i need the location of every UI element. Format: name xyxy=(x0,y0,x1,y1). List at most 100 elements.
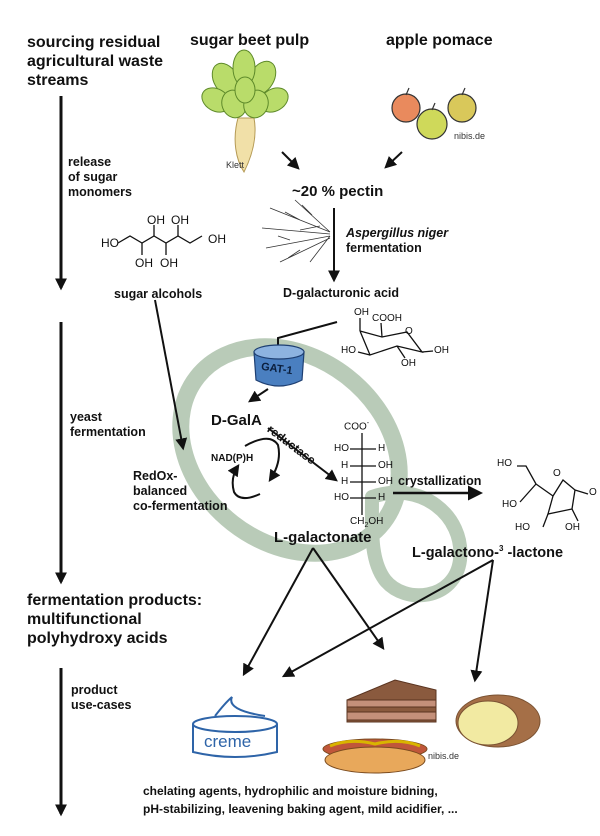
sugar-alcohols-to-redox-arrow xyxy=(154,299,188,451)
galacturonic-group: O xyxy=(405,326,413,337)
sugar-beet-label: sugar beet pulp xyxy=(190,32,310,49)
apple-pomace-label: apple pomace xyxy=(386,32,493,49)
stage-yeast-label: yeast fermentation xyxy=(70,410,146,440)
galacturonic-group: HO xyxy=(341,345,356,356)
stage-sourcing-heading: sourcing residual agricultural waste str… xyxy=(27,33,163,90)
apple-credit: nibis.de xyxy=(454,131,486,141)
fischer-left: H xyxy=(341,460,349,471)
cofactor-cycle-arrow-1 xyxy=(244,437,281,482)
lactone-superscript: 3 xyxy=(499,544,504,553)
fischer-top-group: COO xyxy=(344,421,367,433)
aspergillus-process: fermentation xyxy=(346,241,422,255)
stage-sourcing-line: streams xyxy=(27,72,89,89)
fischer-charge: - xyxy=(366,420,370,427)
galacturonic-text: -galacturonic acid xyxy=(292,286,400,300)
lactone-to-bread-arrow xyxy=(470,559,494,683)
fischer-bottom: CH2OH xyxy=(350,516,383,529)
galactonate-to-creme-arrow xyxy=(242,547,314,677)
cofactor-cycle-arrow-2 xyxy=(227,464,261,499)
galacturonic-acid-structure xyxy=(357,318,434,359)
l-prefix: L xyxy=(274,529,284,546)
sugar-alcohol-group: OH xyxy=(147,213,165,227)
stage-products-line: fermentation products: xyxy=(27,592,203,609)
stage-usecases-line: use-cases xyxy=(71,698,132,712)
stage-products-line: polyhydroxy acids xyxy=(27,630,168,647)
sugar-alcohol-structure xyxy=(117,225,203,255)
redox-line: RedOx- xyxy=(133,469,178,483)
l-galactonate-label: L-galactonate xyxy=(274,529,372,546)
galactonate-text: -galactonate xyxy=(283,529,372,546)
lactone-text-end: -lactone xyxy=(503,544,564,561)
stage-release-label: release of sugar monomers xyxy=(68,155,132,200)
stage-yeast-line: yeast xyxy=(70,410,102,424)
apple-pomace-image xyxy=(391,87,477,140)
fischer-right: OH xyxy=(378,476,393,487)
lactone-group: HO xyxy=(515,522,530,533)
fischer-left: HO xyxy=(334,492,349,503)
fischer-right: H xyxy=(378,492,386,503)
sugar-alcohol-group: OH xyxy=(160,256,178,270)
stage-products-heading: fermentation products: multifunctional p… xyxy=(27,591,202,648)
gala-text: -GalA xyxy=(221,412,262,429)
lactone-group: O xyxy=(553,468,561,479)
sugar-beet-image xyxy=(201,49,289,173)
lactone-group: HO xyxy=(502,499,517,510)
stage-sourcing-line: agricultural waste xyxy=(27,53,164,70)
hot-dog-image xyxy=(322,738,428,774)
fischer-left: H xyxy=(341,476,349,487)
product-description: chelating agents, hydrophilic and moistu… xyxy=(143,782,458,818)
fischer-right: OH xyxy=(378,460,393,471)
d-prefix: D xyxy=(283,286,293,300)
lactone-group: O xyxy=(589,487,597,498)
cofactor-label: NAD(P)H xyxy=(211,453,254,464)
d-prefix: D xyxy=(211,412,222,429)
reductase-arrow xyxy=(267,427,338,482)
fischer-right: H xyxy=(378,443,386,454)
aspergillus-label: Aspergillus niger fermentation xyxy=(346,226,448,256)
beet-to-pectin-arrow xyxy=(281,151,300,170)
fischer-top: COO- xyxy=(344,420,369,432)
lactone-group: HO xyxy=(497,458,512,469)
d-gala-label: D-GalA xyxy=(211,412,262,429)
sugar-alcohol-group: OH xyxy=(208,232,226,246)
l-prefix: L xyxy=(412,544,421,561)
crystallization-label: crystallization xyxy=(398,474,482,488)
aspergillus-name: Aspergillus niger xyxy=(346,226,449,240)
lactone-to-creme-arrow xyxy=(281,559,494,678)
stage-usecases-line: product xyxy=(71,683,118,697)
pectin-label: ~20 % pectin xyxy=(292,183,384,200)
redox-line: balanced xyxy=(133,484,188,498)
stage-release-line: monomers xyxy=(68,185,132,199)
gat1-transporter-icon xyxy=(253,344,305,387)
aspergillus-hyphae-image xyxy=(261,199,331,263)
galacturonic-group: OH xyxy=(401,358,416,369)
transporter-to-gala-arrow xyxy=(248,388,269,403)
galactonate-to-cake-arrow xyxy=(312,547,385,650)
l-galactonolactone-label: L-galactono-3 -lactone xyxy=(412,544,563,561)
galacturonic-group: COOH xyxy=(372,313,402,324)
galacturonic-acid-label: D-galacturonic acid xyxy=(283,286,399,301)
stage-usecases-label: product use-cases xyxy=(71,683,131,713)
stage-yeast-line: fermentation xyxy=(70,425,146,439)
products-credit: nibis.de xyxy=(428,751,460,761)
redox-line: co-fermentation xyxy=(133,499,228,513)
fischer-projection xyxy=(350,433,376,515)
sugar-alcohol-group: OH xyxy=(135,256,153,270)
stage-products-line: multifunctional xyxy=(27,611,142,628)
beet-credit: Klett xyxy=(226,160,245,170)
sugar-alcohols-label: sugar alcohols xyxy=(114,287,203,301)
stage-sourcing-line: sourcing residual xyxy=(27,34,161,51)
galacturonic-group: OH xyxy=(434,345,449,356)
creme-jar-icon xyxy=(192,696,278,758)
chocolate-cake-image xyxy=(346,679,437,723)
sugar-alcohol-group: OH xyxy=(171,213,189,227)
fischer-bottom-ch: CH xyxy=(350,516,365,527)
creme-label: creme xyxy=(204,732,252,751)
fischer-bottom-oh: OH xyxy=(368,516,384,527)
lactone-group: OH xyxy=(565,522,580,533)
fischer-left: HO xyxy=(334,443,349,454)
stage-release-line: of sugar xyxy=(68,170,118,184)
lactone-text: -galactono- xyxy=(420,544,499,561)
sugar-alcohol-group: HO xyxy=(101,236,119,250)
stage-release-line: release xyxy=(68,155,112,169)
